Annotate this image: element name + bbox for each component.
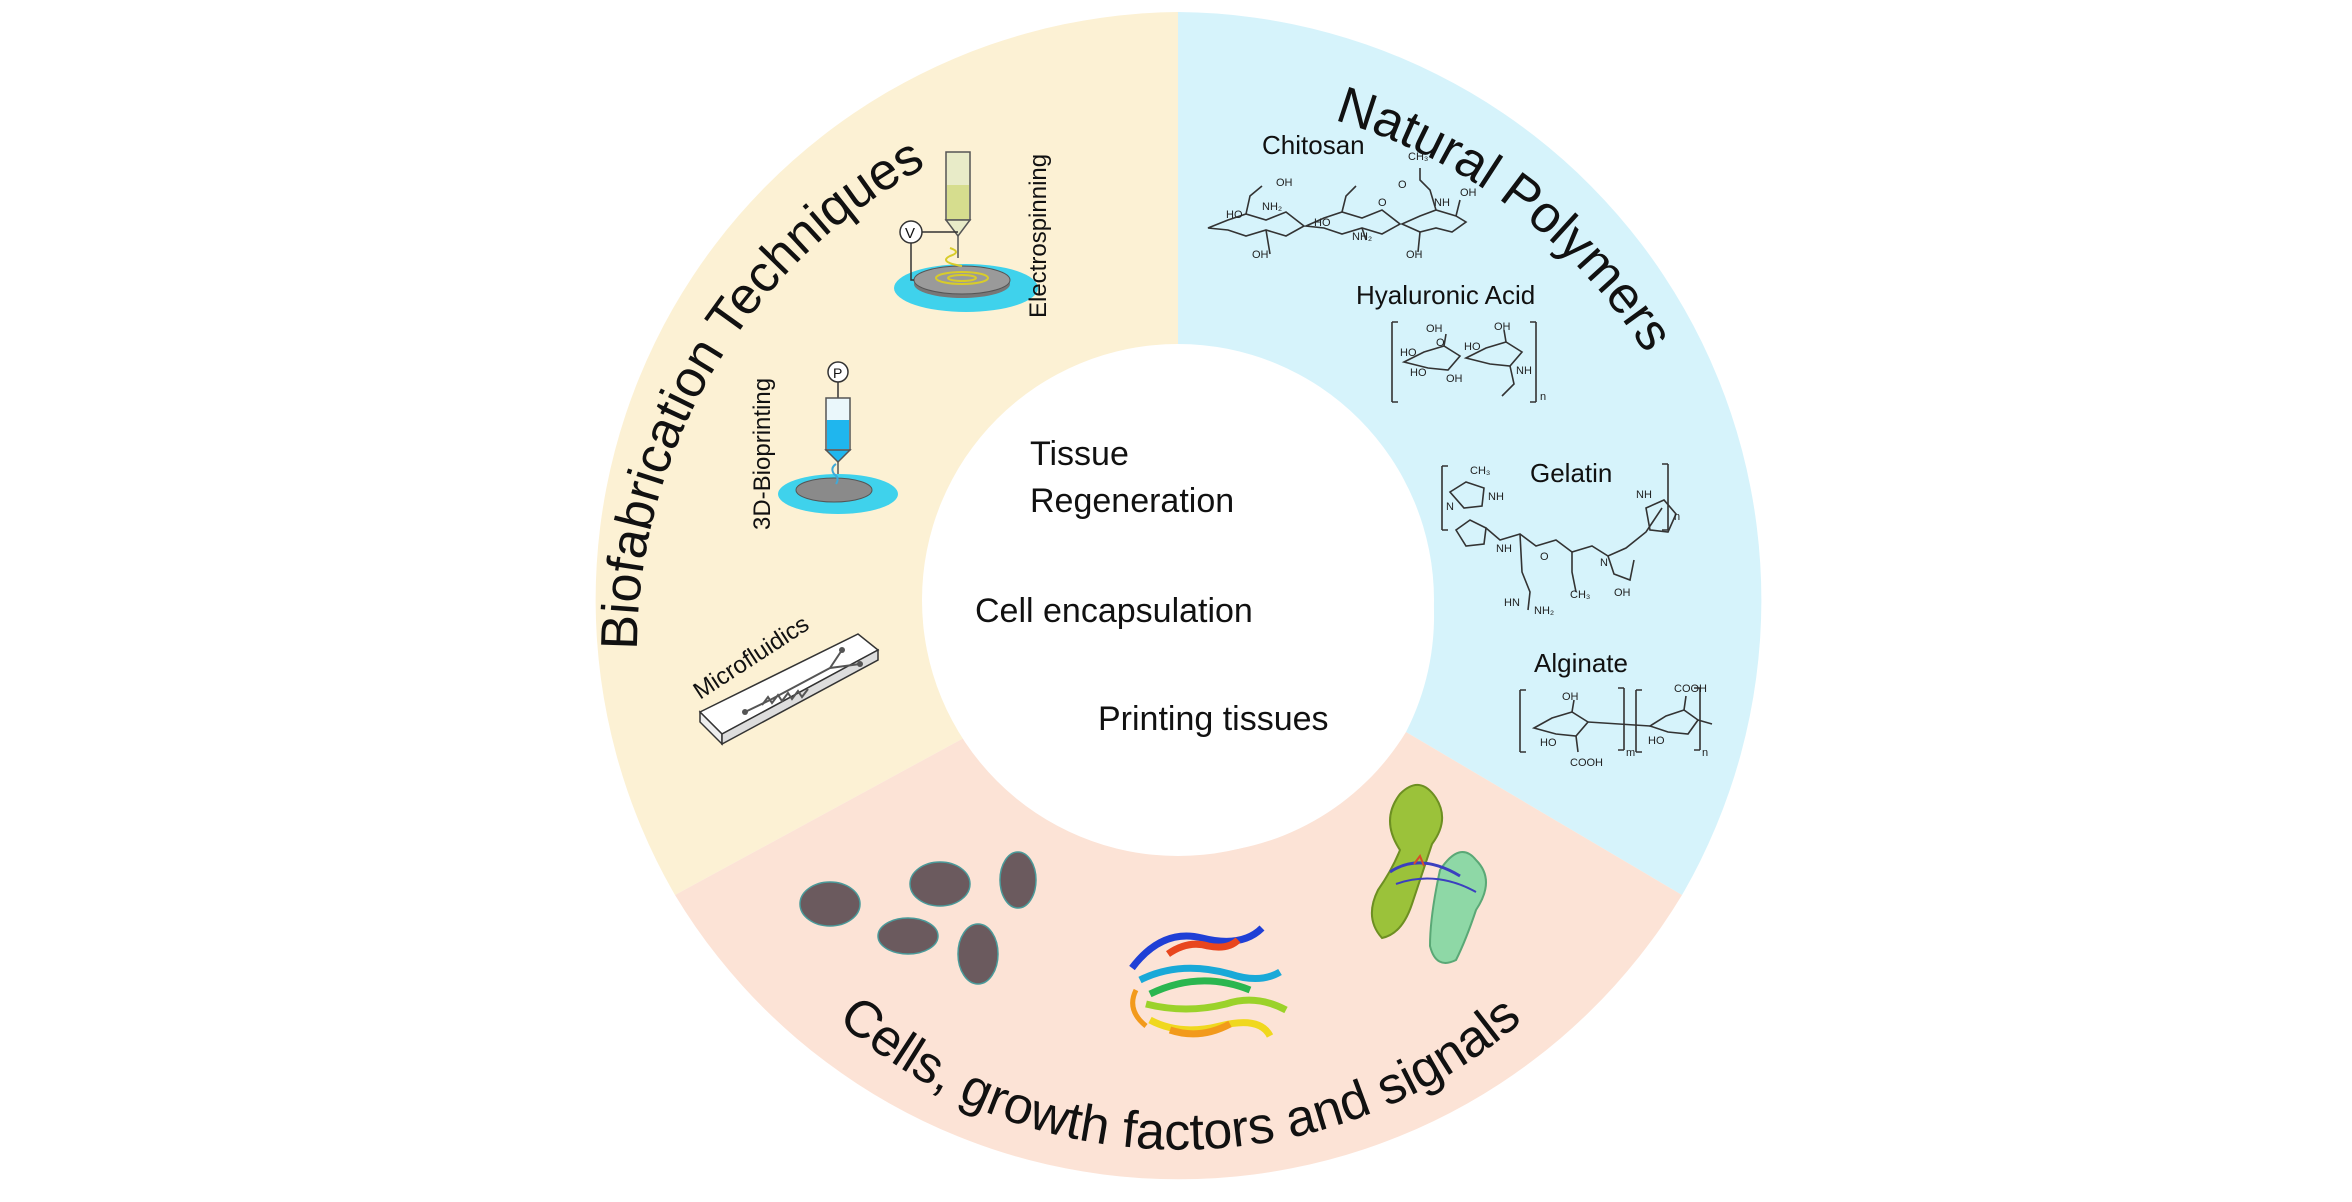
cells-group: [799, 851, 1037, 985]
alginate-structure: OH HO COOH COOH HO m n: [1519, 683, 1713, 769]
electrospinning-nozzle: [944, 219, 972, 238]
microfluidics-chip-side: [721, 648, 879, 746]
svg-text:OH: OH: [1614, 587, 1631, 599]
svg-text:NH: NH: [1496, 543, 1512, 555]
svg-text:HO: HO: [1314, 217, 1331, 229]
svg-text:m: m: [1626, 747, 1635, 759]
microfluidics-channel: [744, 649, 861, 713]
center-title-line2: Regeneration: [1030, 482, 1234, 520]
electrospinning-illustration: V: [894, 151, 1038, 312]
center-circle: [922, 344, 1434, 856]
polymer-label-hyaluronic-acid: Hyaluronic Acid: [1356, 280, 1535, 310]
gelatin-structure: CH₃ N NH NH O N HN NH₂ CH₃ OH NH n: [1441, 463, 1680, 617]
label-3d-bioprinting: 3D-Bioprinting: [749, 378, 776, 530]
polymer-label-alginate: Alginate: [1534, 648, 1628, 678]
cell-3: [999, 851, 1037, 909]
microfluidics-mixer: [761, 688, 809, 706]
svg-text:OH: OH: [1426, 323, 1443, 335]
bioprinted-strand: [831, 463, 839, 485]
label-electrospinning: Electrospinning: [1025, 154, 1052, 318]
svg-text:n: n: [1674, 511, 1680, 523]
signal-protein-surface: [1371, 784, 1487, 964]
cell-4: [877, 917, 939, 955]
svg-text:n: n: [1702, 747, 1708, 759]
svg-text:HO: HO: [1540, 737, 1557, 749]
svg-text:N: N: [1600, 557, 1608, 569]
chitosan-structure: HO NH₂ OH HO NH₂ O CH₃ O NH OH OH OH: [1207, 151, 1477, 261]
svg-text:HO: HO: [1410, 367, 1427, 379]
center-title-line1: Tissue: [1030, 435, 1129, 473]
svg-text:O: O: [1398, 179, 1407, 191]
bioprinting-illustration: P: [778, 361, 898, 514]
microfluidics-port-outlet: [742, 709, 748, 715]
center-item-cell-encapsulation: Cell encapsulation: [975, 592, 1253, 630]
bioprinting-nozzle: [824, 449, 852, 464]
cell-5: [957, 923, 999, 985]
microfluidics-port-inlet-b: [857, 661, 863, 667]
svg-text:NH: NH: [1516, 365, 1532, 377]
electrospinning-jet: [945, 247, 963, 267]
cell-1: [799, 881, 861, 927]
svg-text:NH: NH: [1434, 197, 1450, 209]
microfluidics-chip: [698, 633, 880, 746]
svg-text:NH: NH: [1636, 489, 1652, 501]
center-item-printing-tissues: Printing tissues: [1098, 700, 1329, 738]
svg-text:NH₂: NH₂: [1352, 231, 1372, 243]
svg-text:CH₃: CH₃: [1470, 465, 1490, 477]
polymer-label-chitosan: Chitosan: [1262, 130, 1365, 160]
svg-text:HN: HN: [1504, 597, 1520, 609]
svg-text:NH: NH: [1488, 491, 1504, 503]
svg-text:OH: OH: [1406, 249, 1423, 261]
svg-text:CH₃: CH₃: [1570, 589, 1590, 601]
svg-text:OH: OH: [1446, 373, 1463, 385]
hyaluronic-acid-structure: OH O HO HO OH HO OH NH n: [1391, 321, 1546, 403]
svg-text:HO: HO: [1226, 209, 1243, 221]
cell-2: [909, 861, 971, 907]
svg-text:OH: OH: [1276, 177, 1293, 189]
svg-text:OH: OH: [1494, 321, 1511, 333]
bioprinting-bioink: [827, 420, 849, 449]
electrospinning-solution: [947, 185, 969, 219]
svg-text:n: n: [1540, 391, 1546, 403]
svg-text:O: O: [1436, 337, 1445, 349]
segment-natural-polymers: [1178, 12, 1762, 895]
svg-text:OH: OH: [1460, 187, 1477, 199]
svg-text:HO: HO: [1400, 347, 1417, 359]
svg-text:OH: OH: [1252, 249, 1269, 261]
svg-text:COOH: COOH: [1674, 683, 1707, 695]
polymer-label-gelatin: Gelatin: [1530, 458, 1612, 488]
svg-text:NH₂: NH₂: [1262, 201, 1282, 213]
pressure-symbol: P: [833, 365, 842, 381]
svg-text:COOH: COOH: [1570, 757, 1603, 769]
bioprinting-disk: [795, 477, 873, 503]
electrospinning-fibers-inner: [947, 274, 977, 282]
svg-text:O: O: [1540, 551, 1549, 563]
electrospinning-fibers: [935, 271, 989, 285]
segment-biofabrication: [595, 12, 1178, 895]
svg-text:HO: HO: [1648, 735, 1665, 747]
svg-text:OH: OH: [1562, 691, 1579, 703]
svg-text:NH₂: NH₂: [1534, 605, 1554, 617]
svg-text:O: O: [1378, 197, 1387, 209]
svg-text:HO: HO: [1464, 341, 1481, 353]
svg-text:N: N: [1446, 501, 1454, 513]
svg-text:CH₃: CH₃: [1408, 151, 1428, 163]
microfluidics-port-inlet-a: [839, 647, 845, 653]
voltage-symbol: V: [905, 225, 915, 242]
voltage-wire-bottom: [910, 243, 914, 281]
growth-factor-ribbon-protein: [1129, 925, 1288, 1038]
